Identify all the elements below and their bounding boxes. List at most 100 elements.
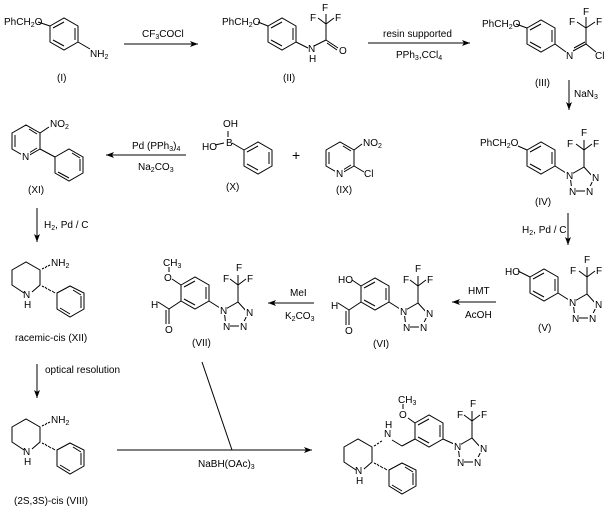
amine-n: N [384, 429, 391, 440]
chlorine: Cl [364, 169, 373, 180]
compound-III: PhCH2O N Cl F F F (III) [482, 7, 604, 89]
compound-II: PhCH2O N H O F F F (II) [222, 3, 347, 84]
reagent-k2co3: K2CO3 [285, 311, 315, 323]
tetrazole-n: N [595, 300, 602, 311]
benzyloxy-group: PhCH2O [482, 19, 521, 31]
fluorine: F [236, 263, 242, 274]
tetrazole-n: N [246, 308, 253, 319]
methoxy-o: O [399, 410, 407, 421]
amine-group: NH2 [90, 49, 108, 61]
amide-n: N [308, 44, 315, 55]
reagent-h2-pdc: H2, Pd / C [44, 220, 89, 232]
piperidine-n: N [23, 290, 30, 301]
reaction-arrow-3: NaN3 [566, 80, 598, 110]
pyridine-n: N [22, 152, 29, 163]
boron: B [226, 138, 233, 149]
amine-group: NH2 [51, 258, 69, 270]
reaction-arrow-suzuki: Pd (PPh3)4 Na2CO3 [106, 141, 186, 174]
fluorine: F [247, 274, 253, 285]
nitro-group: NO2 [50, 119, 69, 131]
reagent-h2-pdc: H2, Pd / C [522, 225, 567, 237]
hydroxy-group: HO [505, 267, 520, 278]
methoxy-o: O [164, 273, 172, 284]
hydroxy-group: HO [202, 142, 217, 153]
reaction-arrow-5: HMT AcOH [452, 286, 496, 321]
fluorine: F [567, 139, 573, 150]
compound-VI: HO H O N N N N F F F (VI) [331, 264, 433, 350]
compound-label: (X) [226, 182, 239, 193]
compound-VII: CH3 O H O N N N N F F F (VII) [151, 258, 253, 349]
compound-label: (II) [283, 73, 295, 84]
reagent-pd-pph3: Pd (PPh3)4 [132, 141, 181, 153]
piperidine-h: H [24, 457, 31, 468]
amine-group: NH2 [51, 415, 69, 427]
compound-V: HO N N N N F F F (V) [505, 255, 602, 334]
methyl-group: CH3 [163, 258, 181, 270]
reaction-arrow-1: CF3COCl [124, 29, 198, 47]
fluorine: F [583, 7, 589, 18]
fluorine: F [335, 13, 341, 24]
tetrazole-n: N [572, 314, 579, 325]
piperidine-h: H [356, 476, 363, 487]
amine-h: H [385, 420, 392, 431]
hydroxy-group: HO [338, 275, 353, 286]
benzyloxy-group: PhCH2O [480, 138, 519, 150]
imine-n: N [566, 51, 573, 62]
reaction-arrow-2: resin supported PPh3,CCl4 [368, 29, 470, 62]
reagent-na2co3: Na2CO3 [138, 162, 174, 174]
aldehyde-o: O [345, 326, 353, 337]
compound-X: OH B HO (X) [202, 119, 273, 193]
tetrazole-n: N [592, 173, 599, 184]
compound-label: (IX) [336, 185, 352, 196]
compound-label: (V) [538, 323, 551, 334]
carbonyl-o: O [339, 46, 347, 57]
reaction-arrow-4: H2, Pd / C [522, 213, 571, 245]
chlorine: Cl [595, 51, 604, 62]
pyridine-n: N [336, 169, 343, 180]
tetrazole-n: N [569, 298, 576, 309]
compound-label: (VII) [192, 338, 211, 349]
aldehyde-h: H [331, 301, 338, 312]
tetrazole-n: N [454, 442, 461, 453]
hydroxy-group: OH [223, 119, 238, 130]
fluorine: F [322, 3, 328, 14]
reagent-cf3cocl: CF3COCl [142, 29, 184, 41]
tetrazole-n: N [220, 306, 227, 317]
fluorine: F [596, 17, 602, 28]
compound-XII: NH2 N H racemic-cis (XII) [11, 258, 87, 344]
reaction-arrow-reductive-amination: NaBH(OAc)3 [117, 361, 312, 471]
reagent-mei: MeI [290, 288, 307, 299]
compound-IV: PhCH2O N N N N F F F (IV) [480, 128, 599, 208]
compound-label: (XI) [28, 185, 44, 196]
fluorine: F [415, 264, 421, 275]
piperidine-n: N [23, 447, 30, 458]
tetrazole-n: N [480, 444, 487, 455]
fluorine: F [584, 255, 590, 266]
reagent-acoh: AcOH [465, 310, 492, 321]
compound-label: (I) [57, 73, 66, 84]
tetrazole-n: N [474, 458, 481, 469]
nitro-group: NO2 [363, 138, 382, 150]
reagent-nabh-oac3: NaBH(OAc)3 [198, 459, 255, 471]
final-product: CH3 O N H N H N N N N F F F [343, 395, 487, 495]
fluorine: F [570, 266, 576, 277]
reagent-optical-resolution: optical resolution [45, 365, 120, 376]
tetrazole-n: N [240, 322, 247, 333]
compound-label: (VI) [373, 339, 389, 350]
piperidine-h: H [24, 300, 31, 311]
tetrazole-n: N [400, 307, 407, 318]
fluorine: F [593, 139, 599, 150]
reagent-hmt: HMT [468, 286, 490, 297]
tetrazole-n: N [403, 323, 410, 334]
tetrazole-n: N [426, 309, 433, 320]
plus-sign: + [292, 147, 300, 163]
tetrazole-n: N [586, 187, 593, 198]
reagent-resin: resin supported [383, 29, 452, 40]
fluorine: F [596, 266, 602, 277]
tetrazole-n: N [457, 458, 464, 469]
reagent-nan3: NaN3 [574, 89, 598, 101]
fluorine: F [403, 275, 409, 286]
reaction-arrow-resolution: optical resolution [34, 364, 120, 398]
reaction-arrow-hydrogenation: H2, Pd / C [34, 208, 89, 242]
compound-label: (2S,3S)-cis (VIII) [14, 496, 88, 507]
